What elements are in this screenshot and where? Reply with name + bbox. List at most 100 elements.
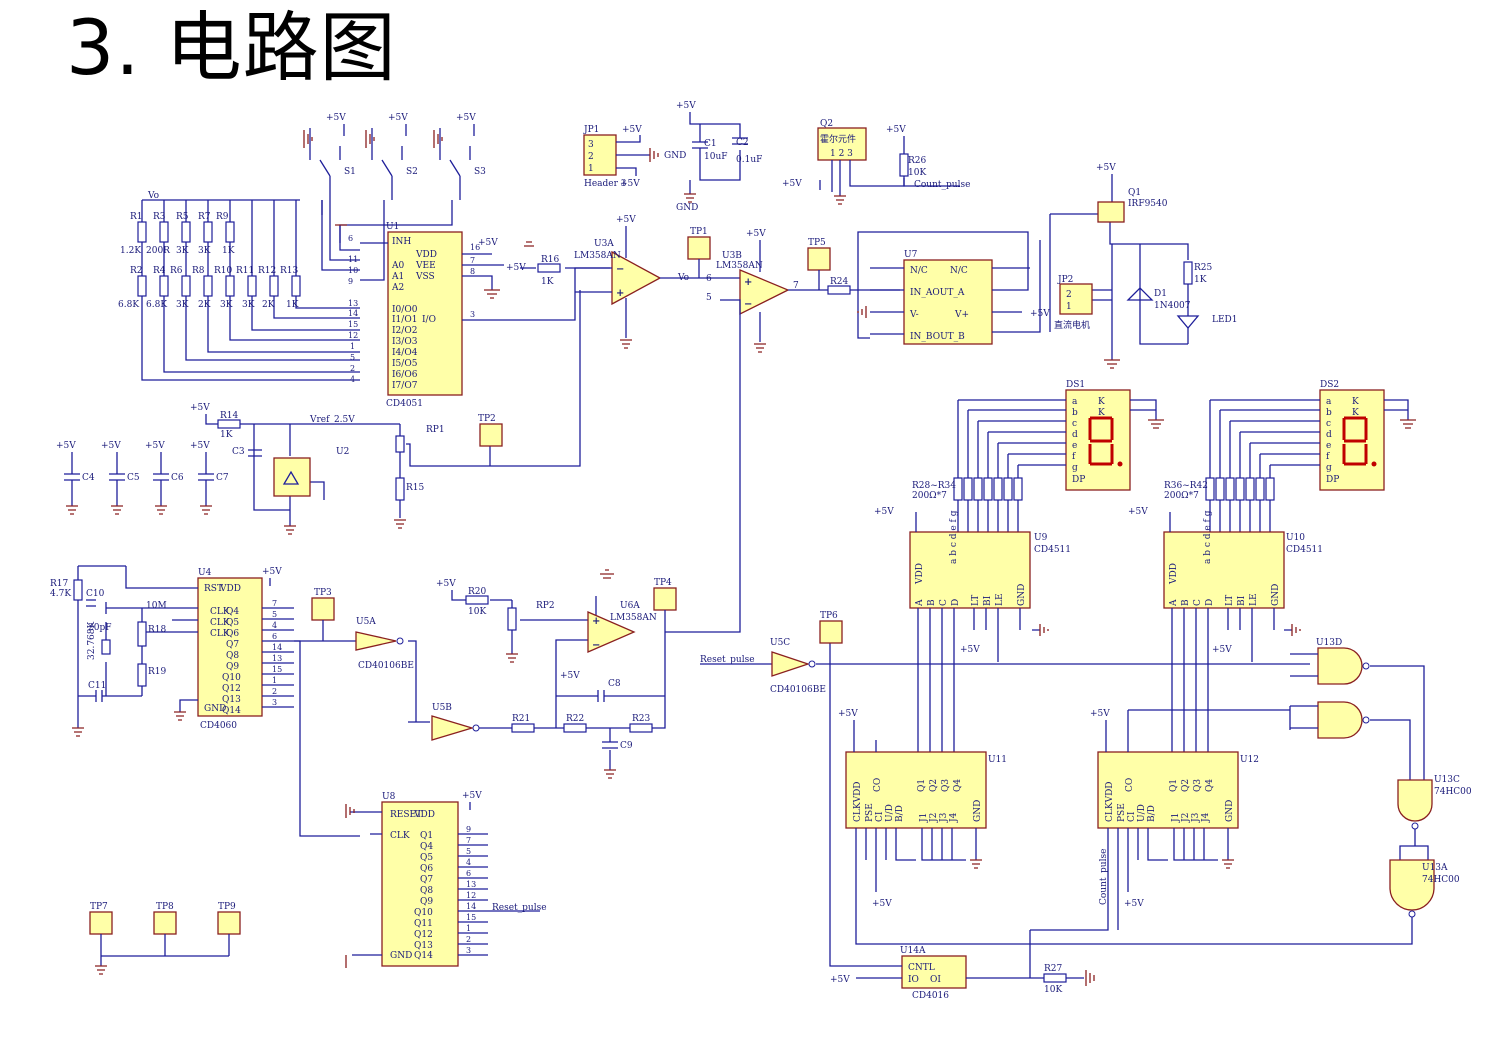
schematic-label: R17 xyxy=(50,579,69,589)
schematic-label: +5V xyxy=(1096,163,1116,173)
schematic-label: GND xyxy=(664,151,686,161)
schematic-label: TP7 xyxy=(90,902,108,912)
schematic-label: A0 xyxy=(391,261,404,271)
motor-driver: +5V Q1 IRF9540 JP2 2 1 直流电机 D1 1N4007 R2… xyxy=(1049,163,1238,369)
test-point-tp5: TP5 R24 xyxy=(807,238,900,295)
schematic-label: Q14 xyxy=(222,706,241,716)
schematic-label: GND xyxy=(973,800,983,822)
schematic-label: Q3 xyxy=(1193,779,1203,792)
r3-value: 200R xyxy=(146,246,170,256)
schematic-label: 32.768K xyxy=(87,622,97,660)
schematic-label: TP6 xyxy=(820,611,838,621)
schematic-label: 10K xyxy=(1044,985,1062,995)
schematic-label: C7 xyxy=(216,473,229,483)
schematic-label: I4/O4 xyxy=(392,348,418,358)
schematic-label: RP1 xyxy=(426,425,445,435)
schematic-label: 10M xyxy=(146,601,167,611)
schematic-label: U3B xyxy=(722,251,742,261)
schematic-label: 74HC00 xyxy=(1422,875,1460,885)
schematic-label: 15 xyxy=(348,320,358,329)
schematic-label: + xyxy=(616,288,624,299)
schematic-label: GND xyxy=(1225,800,1235,822)
schematic-label: K xyxy=(1098,397,1105,407)
switch-group: +5V S1 +5V S2 +5V S3 xyxy=(303,113,486,281)
schematic-label: CLK xyxy=(390,831,410,841)
capacitor-c1-c2: +5V C1 10uF C2 0.1uF GND xyxy=(676,101,762,213)
schematic-label: 13 xyxy=(272,654,282,663)
schematic-label: +5V xyxy=(746,229,766,239)
schematic-label: Q1 xyxy=(1128,188,1141,198)
schematic-label: B/D xyxy=(895,805,905,822)
schematic-label: CO xyxy=(1125,778,1135,792)
schematic-label: CD40106BE xyxy=(358,661,414,671)
r5-label: R5 xyxy=(176,212,189,222)
schematic-label: D1 xyxy=(1154,289,1167,299)
schematic-label: TP5 xyxy=(808,238,826,248)
schematic-label: U6A xyxy=(620,601,640,611)
schematic-label: Q4 xyxy=(953,779,963,792)
schematic-label: +5V xyxy=(886,125,906,135)
schematic-label: 3 xyxy=(588,140,594,150)
schematic-label: R14 xyxy=(220,411,239,421)
schematic-label: Q1 xyxy=(917,779,927,792)
schematic-label: +5V xyxy=(1124,899,1144,909)
schematic-label: 9 xyxy=(466,825,471,834)
schematic-label: Q10 xyxy=(222,673,241,683)
plus5v-label: +5V xyxy=(456,113,476,123)
schematic-label: TP1 xyxy=(690,227,708,237)
schematic-label: U/D xyxy=(1137,804,1147,822)
switch-s3-label: S3 xyxy=(474,167,486,177)
schematic-label: + xyxy=(744,277,752,288)
jp1-header: JP1 Header 3 3 2 1 +5V GND +5V xyxy=(583,125,686,189)
schematic-label: +5V xyxy=(56,441,76,451)
schematic-label: C4 xyxy=(82,473,95,483)
schematic-label: +5V xyxy=(101,441,121,451)
schematic-label: a b c d e f g xyxy=(949,510,959,564)
r6-value: 3K xyxy=(176,300,189,310)
schematic-label: RST xyxy=(204,584,223,594)
schematic-label: +5V xyxy=(436,579,456,589)
schematic-label: LT xyxy=(971,595,981,606)
schematic-label: Q8 xyxy=(226,651,239,661)
schematic-label: U5A xyxy=(356,617,376,627)
schematic-label: V+ xyxy=(954,310,969,320)
schematic-label: c xyxy=(1072,419,1077,429)
schematic-label: CD4016 xyxy=(912,991,949,1001)
schematic-label: R24 xyxy=(830,277,849,287)
schematic-label: DP xyxy=(1326,475,1339,485)
schematic-label: JP2 xyxy=(1057,275,1073,285)
schematic-label: 6 xyxy=(466,869,471,878)
decoupling-caps: +5V C4 +5V C5 +5V C6 +5V C7 xyxy=(56,441,229,515)
schematic-label: C11 xyxy=(88,681,106,691)
r3-label: R3 xyxy=(153,212,166,222)
schematic-label: I5/O5 xyxy=(392,359,418,369)
schematic-label: CNTL xyxy=(908,963,935,973)
schematic-label: I7/O7 xyxy=(392,381,418,391)
schematic-label: 11 xyxy=(348,255,358,264)
schematic-label: R21 xyxy=(512,714,530,724)
schematic-label: R26 xyxy=(908,156,927,166)
schematic-label: LM358AN xyxy=(716,261,763,271)
schematic-label: U2 xyxy=(336,447,349,457)
schematic-label: Q5 xyxy=(226,618,239,628)
schematic-label: CD40106BE xyxy=(770,685,826,695)
schematic-label: Vref_2.5V xyxy=(309,415,355,425)
schematic-label: VDD xyxy=(1169,563,1179,585)
r4-label: R4 xyxy=(153,266,166,276)
schematic-label: 霍尔元件 xyxy=(820,133,856,145)
schematic-label: Q9 xyxy=(226,662,239,672)
schematic-label: LM358AN xyxy=(610,613,657,623)
schematic-label: 200Ω*7 xyxy=(912,491,947,501)
schematic-label: CI xyxy=(1127,811,1137,822)
chip-u7: U7 N/C N/C IN_AOUT_A V- V+ IN_BOUT_B +5V xyxy=(857,231,1050,345)
schematic-label: +5V xyxy=(506,263,526,273)
schematic-label: Q4 xyxy=(226,607,239,617)
schematic-label: R25 xyxy=(1194,263,1213,273)
schematic-label: B xyxy=(1181,599,1191,606)
schematic-label: Q14 xyxy=(414,951,433,961)
schematic-label: Q12 xyxy=(414,930,433,940)
schematic-label: TP3 xyxy=(314,588,332,598)
schematic-label: 10K xyxy=(908,168,926,178)
schematic-label: 0.1uF xyxy=(736,155,762,165)
schematic-label: IN_AOUT_A xyxy=(910,288,965,298)
